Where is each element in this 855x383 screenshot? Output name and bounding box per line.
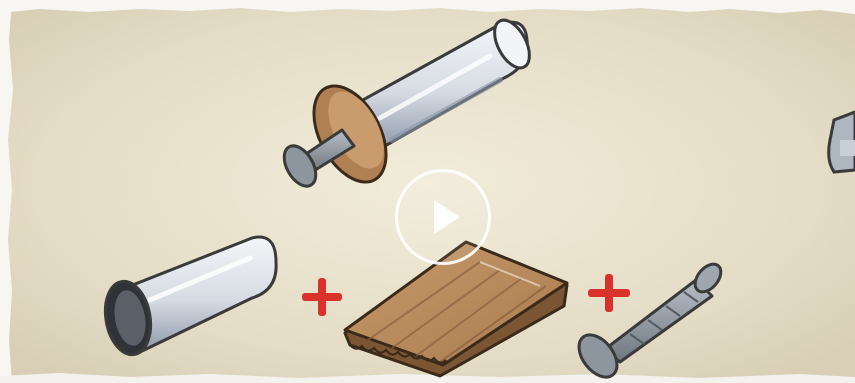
partial-object-right-edge xyxy=(829,112,855,172)
play-button[interactable] xyxy=(395,169,491,265)
play-icon xyxy=(434,200,460,234)
